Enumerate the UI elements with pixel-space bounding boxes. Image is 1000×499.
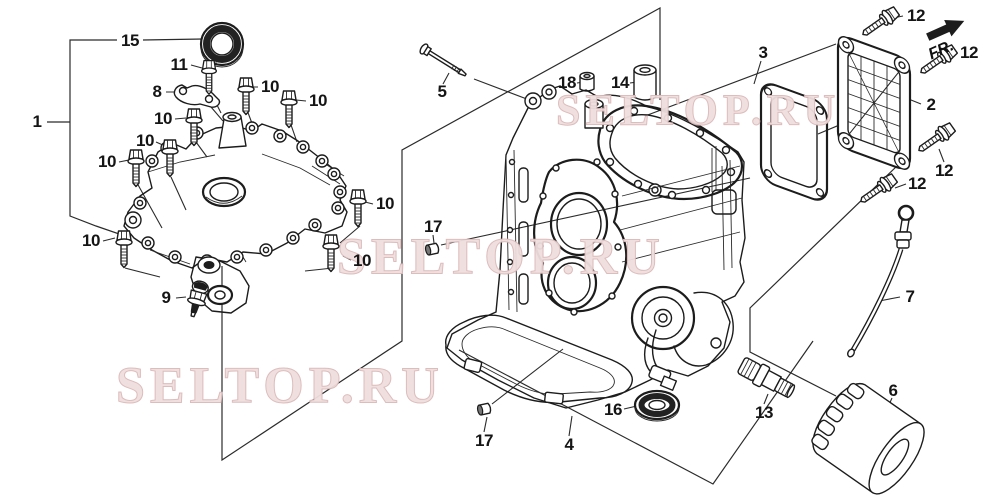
part-label-7: 7: [905, 287, 915, 306]
part-label-6: 6: [888, 381, 898, 400]
collar-18: [579, 71, 595, 92]
top-face-bolt-holes: [605, 106, 736, 200]
cover-plate-2: [836, 36, 912, 170]
stay-plate: [173, 84, 221, 108]
part-label-10: 10: [82, 231, 100, 250]
part-label-2: 2: [926, 95, 936, 114]
part-label-10: 10: [154, 109, 172, 128]
oil-filter-6: [811, 382, 925, 495]
part-label-9: 9: [161, 288, 171, 307]
part-label-14: 14: [611, 73, 629, 92]
part-label-4: 4: [564, 435, 574, 454]
part-label-12: 12: [935, 161, 953, 180]
part-label-10: 10: [98, 152, 116, 171]
part-label-1: 1: [32, 112, 42, 131]
long-bolt-5: [419, 43, 467, 77]
part-label-17: 17: [424, 217, 442, 236]
part-label-10: 10: [136, 131, 154, 150]
part-label-12: 12: [908, 174, 926, 193]
fr-arrow-icon: [926, 19, 965, 41]
oil-seal-15: [199, 21, 245, 68]
oil-seal-16: [633, 389, 681, 422]
gasket-3: [759, 83, 829, 201]
part-label-17: 17: [475, 431, 493, 450]
part-label-15: 15: [121, 31, 139, 50]
part-label-16: 16: [604, 400, 622, 419]
construction-lines: [47, 6, 899, 485]
dipstick-7: [847, 204, 915, 358]
part-label-11: 11: [170, 55, 188, 74]
part-label-10: 10: [309, 91, 327, 110]
part-label-10: 10: [353, 251, 371, 270]
oil-pressure-switch: [187, 280, 209, 318]
part-label-3: 3: [758, 43, 768, 62]
part-label-5: 5: [437, 82, 447, 101]
joint-nipple-13: [737, 357, 796, 399]
part-label-12: 12: [907, 6, 925, 25]
watermark-text-3: SELTOP.RU: [116, 357, 444, 415]
watermark-text-2: SELTOP.RU: [337, 228, 665, 286]
filter-flutes: [811, 382, 865, 451]
part-label-13: 13: [755, 403, 773, 422]
dowel-pin-17-lower: [476, 402, 493, 417]
part-label-10: 10: [376, 194, 394, 213]
face-bolt-holes: [536, 158, 622, 316]
part-label-8: 8: [152, 82, 162, 101]
part-label-12: 12: [960, 43, 978, 62]
part-label-10: 10: [261, 77, 279, 96]
collar-14: [633, 64, 657, 101]
watermark-text-1: SELTOP.RU: [555, 85, 841, 135]
cylinder-block: [445, 84, 746, 409]
part-label-18: 18: [558, 73, 576, 92]
